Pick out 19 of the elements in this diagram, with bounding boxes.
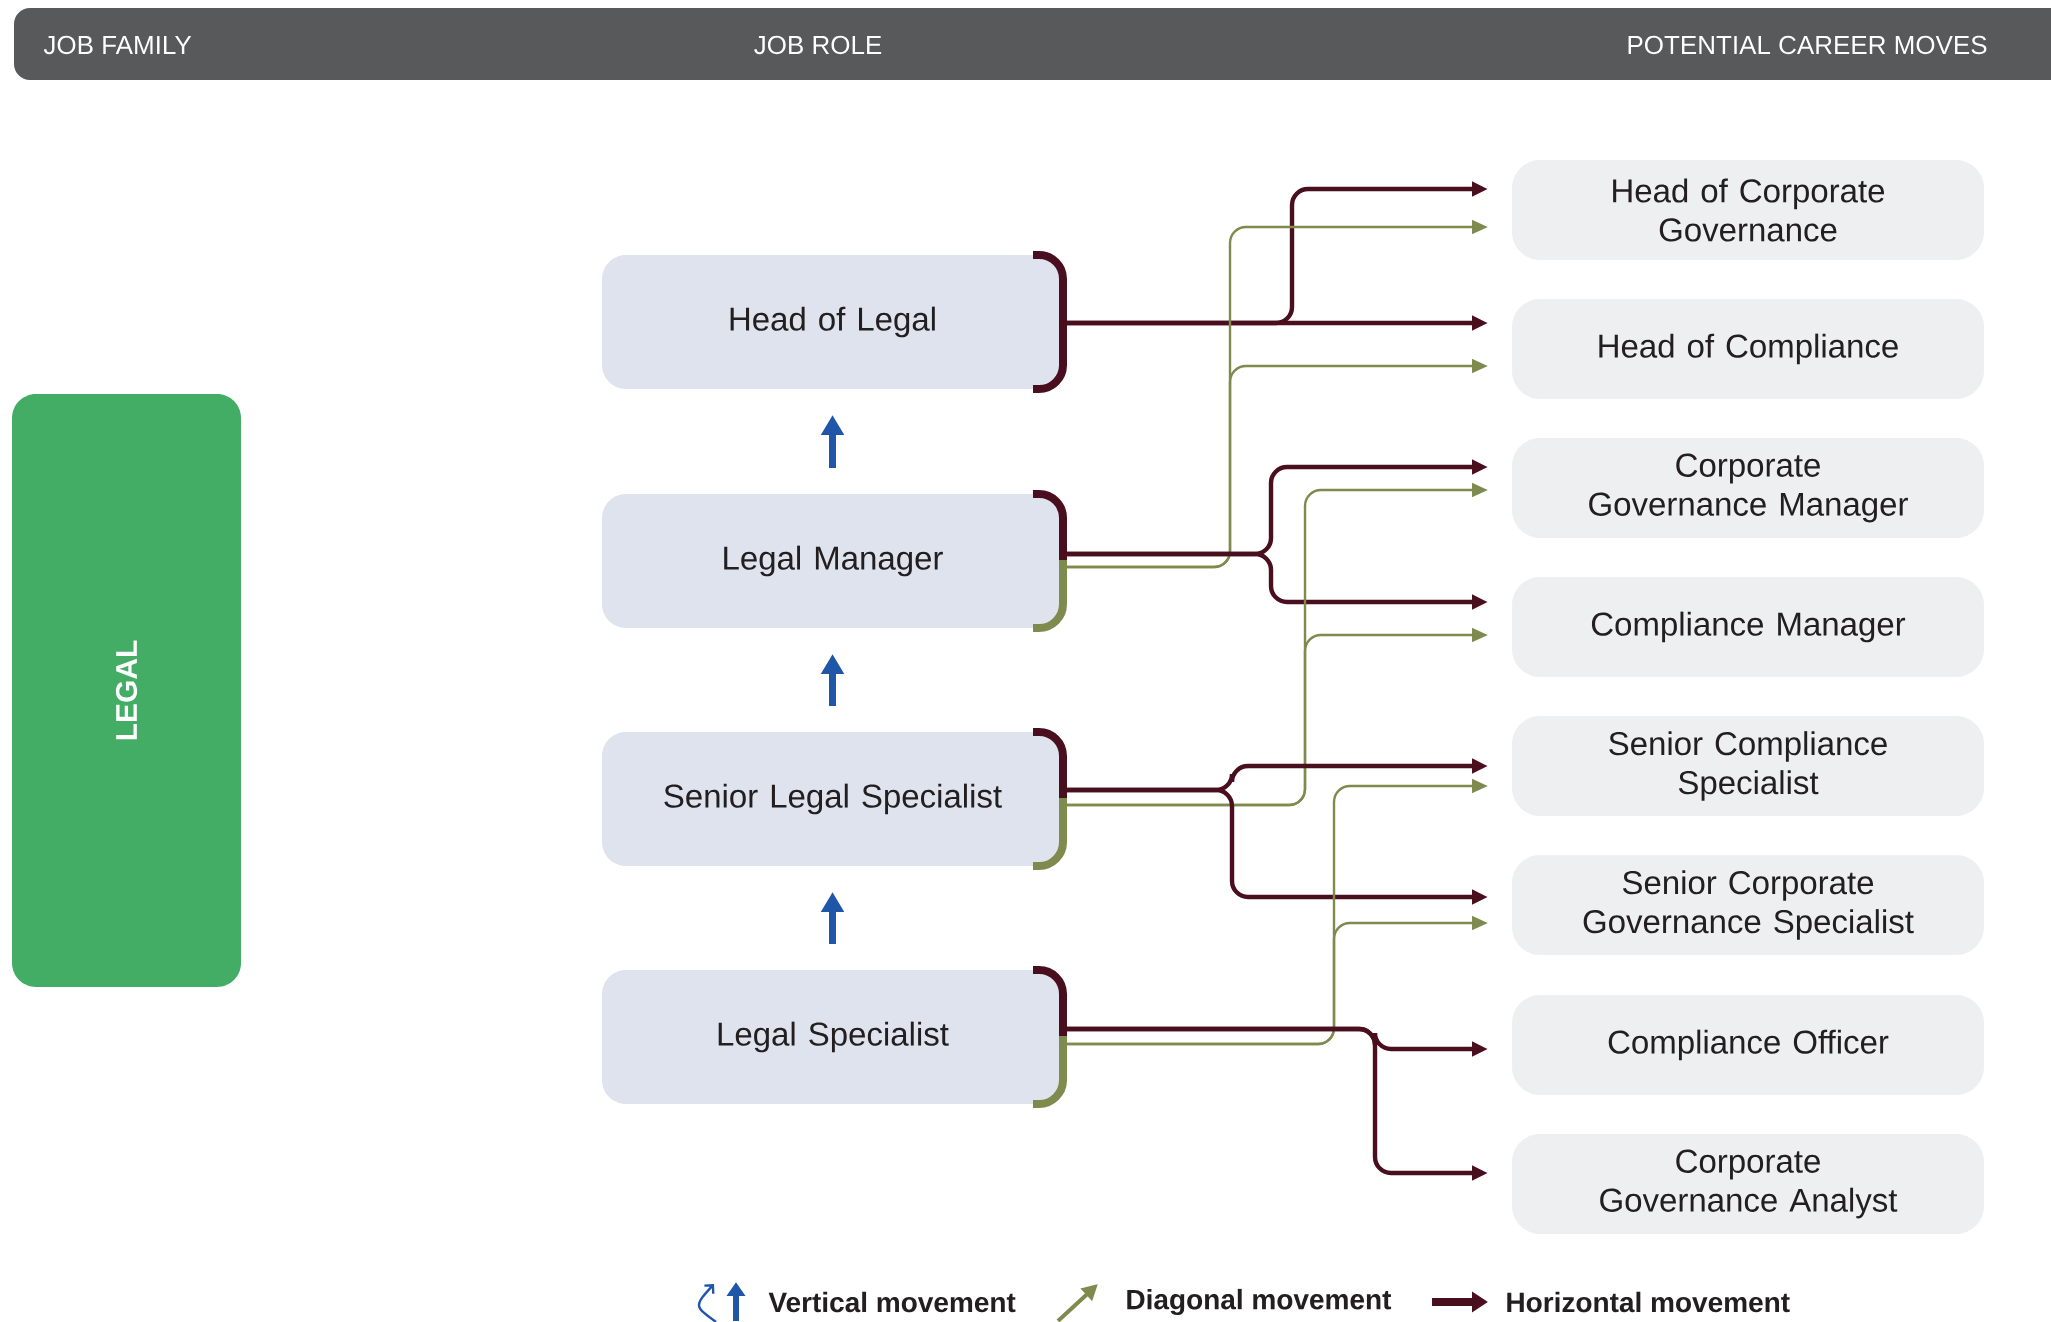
career-box: Compliance Officer (1512, 995, 1984, 1095)
role-box: Legal Manager (602, 490, 1067, 632)
career-box: Head of Compliance (1512, 299, 1984, 399)
column-heading: POTENTIAL CAREER MOVES (1628, 35, 1987, 55)
role-box: Senior Legal Specialist (602, 728, 1067, 870)
legend-text: Vertical movement (768, 1291, 1016, 1313)
role-box: Head of Legal (602, 251, 1067, 393)
career-box: Senior Compliance Specialist (1512, 716, 1984, 816)
career-box: Corporate Governance Analyst (1512, 1134, 1984, 1234)
career-box: Senior Corporate Governance Specialist (1512, 855, 1984, 955)
job-family-band: LEGAL (12, 394, 241, 987)
role-box: Legal Specialist (602, 966, 1067, 1108)
legend-text: Horizontal movement (1507, 1291, 1790, 1313)
career-box: Compliance Manager (1512, 577, 1984, 677)
career-box: Head of Corporate Governance (1512, 160, 1984, 260)
column-heading: JOB FAMILY (43, 35, 192, 55)
column-heading: JOB ROLE (754, 35, 882, 55)
legend-text: Diagonal movement (1127, 1288, 1392, 1316)
career-box: Corporate Governance Manager (1512, 438, 1984, 538)
